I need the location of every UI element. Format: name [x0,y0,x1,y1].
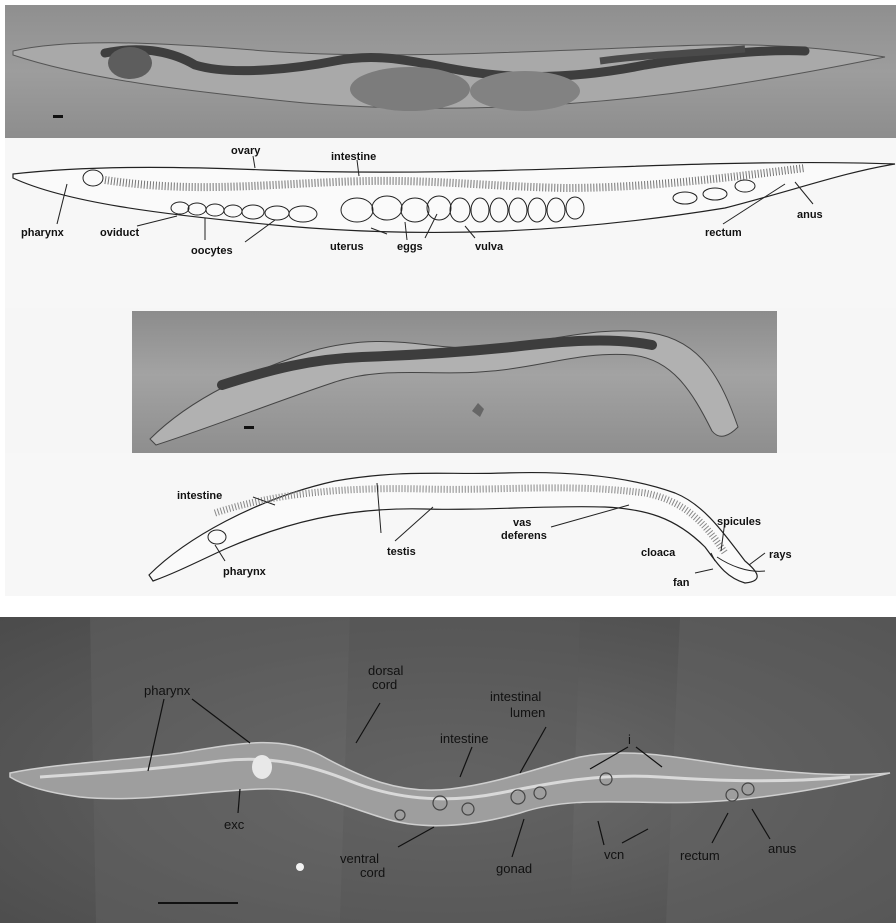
dic-label-dorsal: dorsal [368,663,404,678]
dic-label-pharynx: pharynx [144,683,191,698]
dic-label-intestine: intestine [440,731,488,746]
label-cloaca: cloaca [641,547,676,559]
male-photo [132,311,777,453]
label-fan: fan [673,577,690,589]
male-drawing-art: intestine testis pharynx vas deferens sp… [5,453,896,596]
label-spicules: spicules [717,516,761,528]
dic-label-lumen: lumen [510,705,545,720]
dic-micrograph-art: pharynx dorsal cord intestinal lumen int… [0,617,896,923]
dic-label-vcn: vcn [604,847,624,862]
male-drawing: intestine testis pharynx vas deferens sp… [5,453,896,596]
label-intestine: intestine [331,151,376,163]
dic-label-cord-top: cord [372,677,397,692]
dic-label-gonad: gonad [496,861,532,876]
hermaphrodite-photo-art [5,5,896,138]
dic-label-anus: anus [768,841,797,856]
label-male-pharynx: pharynx [223,566,267,578]
label-vas: vas [513,517,531,529]
hermaphrodite-photo [5,5,896,138]
dic-micrograph: pharynx dorsal cord intestinal lumen int… [0,617,896,923]
dic-label-i: i [628,732,631,747]
male-photo-art [132,311,777,453]
dic-label-intestinal: intestinal [490,689,541,704]
label-oviduct: oviduct [100,227,139,239]
label-anus: anus [797,209,823,221]
hermaphrodite-drawing: ovary intestine pharynx oviduct oocytes … [5,138,896,308]
label-testis: testis [387,546,416,558]
label-ovary: ovary [231,145,261,157]
dic-label-exc: exc [224,817,245,832]
label-eggs: eggs [397,241,423,253]
label-pharynx: pharynx [21,227,65,239]
label-uterus: uterus [330,241,364,253]
label-deferens: deferens [501,530,547,542]
label-vulva: vulva [475,241,504,253]
label-rays: rays [769,549,792,561]
label-male-intestine: intestine [177,490,222,502]
dic-label-ventral: ventral [340,851,379,866]
hermaphrodite-drawing-art: ovary intestine pharynx oviduct oocytes … [5,138,896,308]
dic-label-cord-bottom: cord [360,865,385,880]
label-oocytes: oocytes [191,245,233,257]
dic-label-rectum: rectum [680,848,720,863]
label-rectum: rectum [705,227,742,239]
